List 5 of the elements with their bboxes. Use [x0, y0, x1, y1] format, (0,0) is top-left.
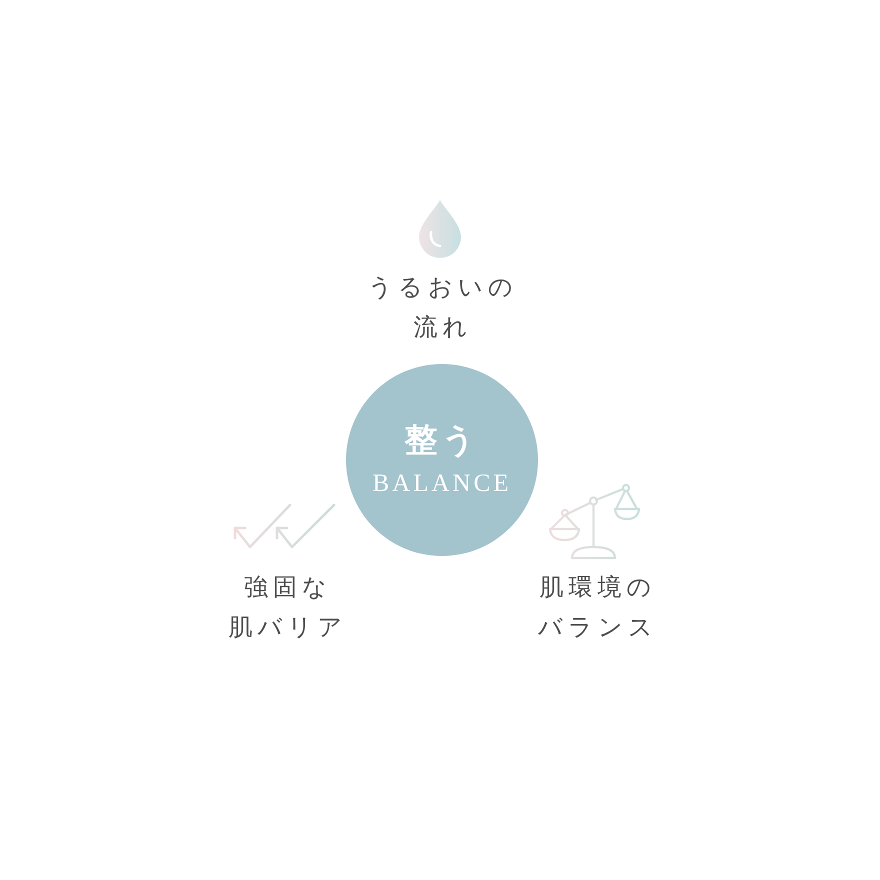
feature-label: うるおいの流れ — [368, 272, 518, 343]
feature-label: 肌環境のバランス — [538, 572, 658, 643]
feature-label: 強固な肌バリア — [228, 572, 348, 643]
subtitle-text: BALANCE — [372, 470, 512, 498]
heading-text: 整う — [404, 421, 480, 459]
